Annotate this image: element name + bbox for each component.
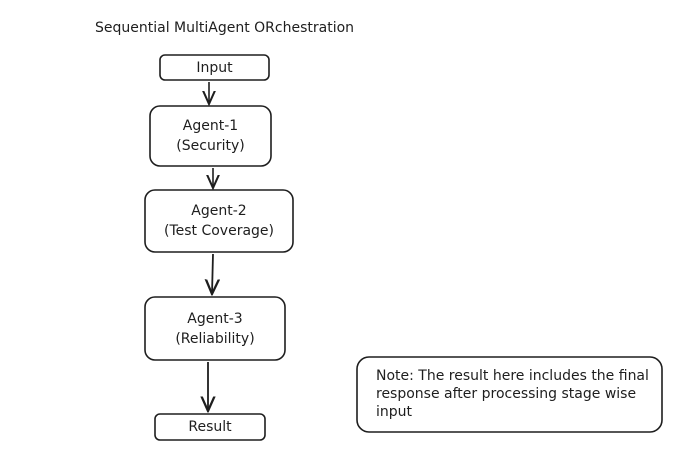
agent-2-role: (Test Coverage) <box>163 223 275 239</box>
agent-1-role: (Security) <box>176 138 245 154</box>
input-box <box>159 54 270 81</box>
note-text: Note: The result here includes the final… <box>376 368 649 420</box>
agent-2-node: Agent-2 (Test Coverage) <box>145 190 293 252</box>
input-label: Input <box>196 59 233 76</box>
arrow-agent-2-to-agent-3 <box>212 253 213 294</box>
agent-2-box <box>144 189 294 253</box>
input-node: Input <box>160 55 269 80</box>
agent-3-node: Agent-3 (Reliability) <box>145 297 285 360</box>
diagram-title: Sequential MultiAgent ORchestration <box>95 20 355 36</box>
result-box <box>154 413 266 441</box>
agent-1-name: Agent-1 <box>182 118 239 134</box>
result-node: Result <box>155 414 265 440</box>
agent-2-name: Agent-2 <box>191 203 247 219</box>
agent-1-box <box>149 105 272 167</box>
agent-3-name: Agent-3 <box>187 310 243 327</box>
agent-3-role: (Reliability) <box>175 330 255 347</box>
agent-3-box <box>144 296 286 361</box>
result-label: Result <box>188 419 232 435</box>
agent-1-node: Agent-1 (Security) <box>150 106 271 166</box>
note-box <box>356 356 663 433</box>
